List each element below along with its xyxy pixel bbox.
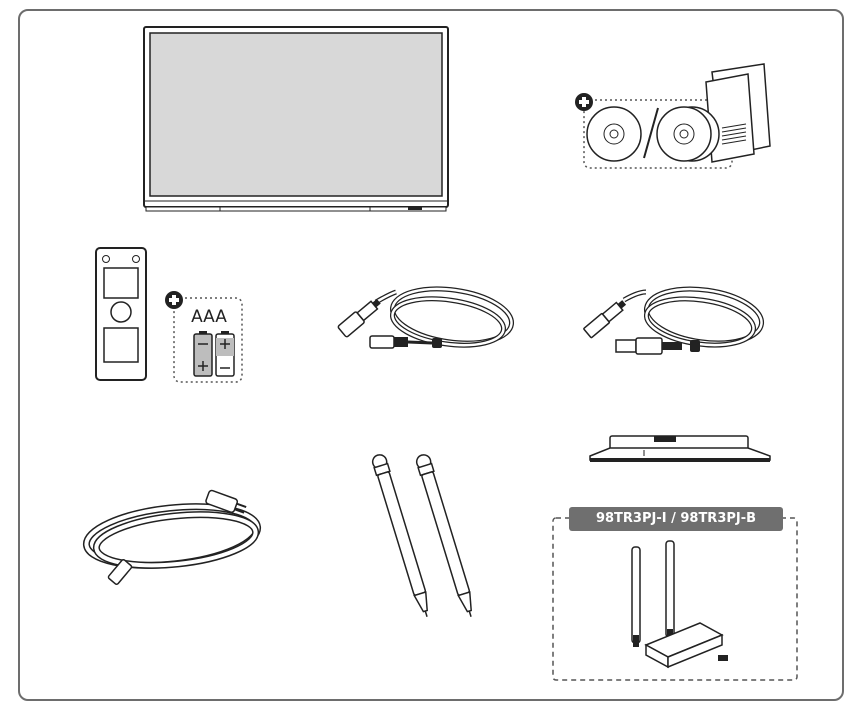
camera-bar-icon [589, 435, 771, 462]
touch-pen-icon [371, 454, 472, 617]
battery-icon [193, 331, 213, 377]
model-label-badge: 98TR3PJ-I / 98TR3PJ-B [569, 507, 783, 531]
power-cord-icon [82, 489, 262, 585]
battery-icon [215, 331, 235, 377]
battery-type-label: AAA [191, 307, 227, 327]
antenna-module-icon [631, 540, 728, 669]
cd-icon [656, 106, 720, 162]
plus-icon [165, 291, 183, 309]
hdmi-cable-icon [337, 286, 515, 349]
cd-manual-bundle [575, 63, 771, 169]
plus-icon [575, 93, 593, 111]
remote-control-icon [95, 247, 147, 381]
accessories-frame [18, 9, 844, 701]
wireless-module-box [552, 517, 798, 681]
monitor-icon [143, 26, 449, 212]
usb-cable-icon [583, 286, 765, 355]
cd-icon [586, 106, 642, 162]
battery-group [165, 291, 243, 383]
